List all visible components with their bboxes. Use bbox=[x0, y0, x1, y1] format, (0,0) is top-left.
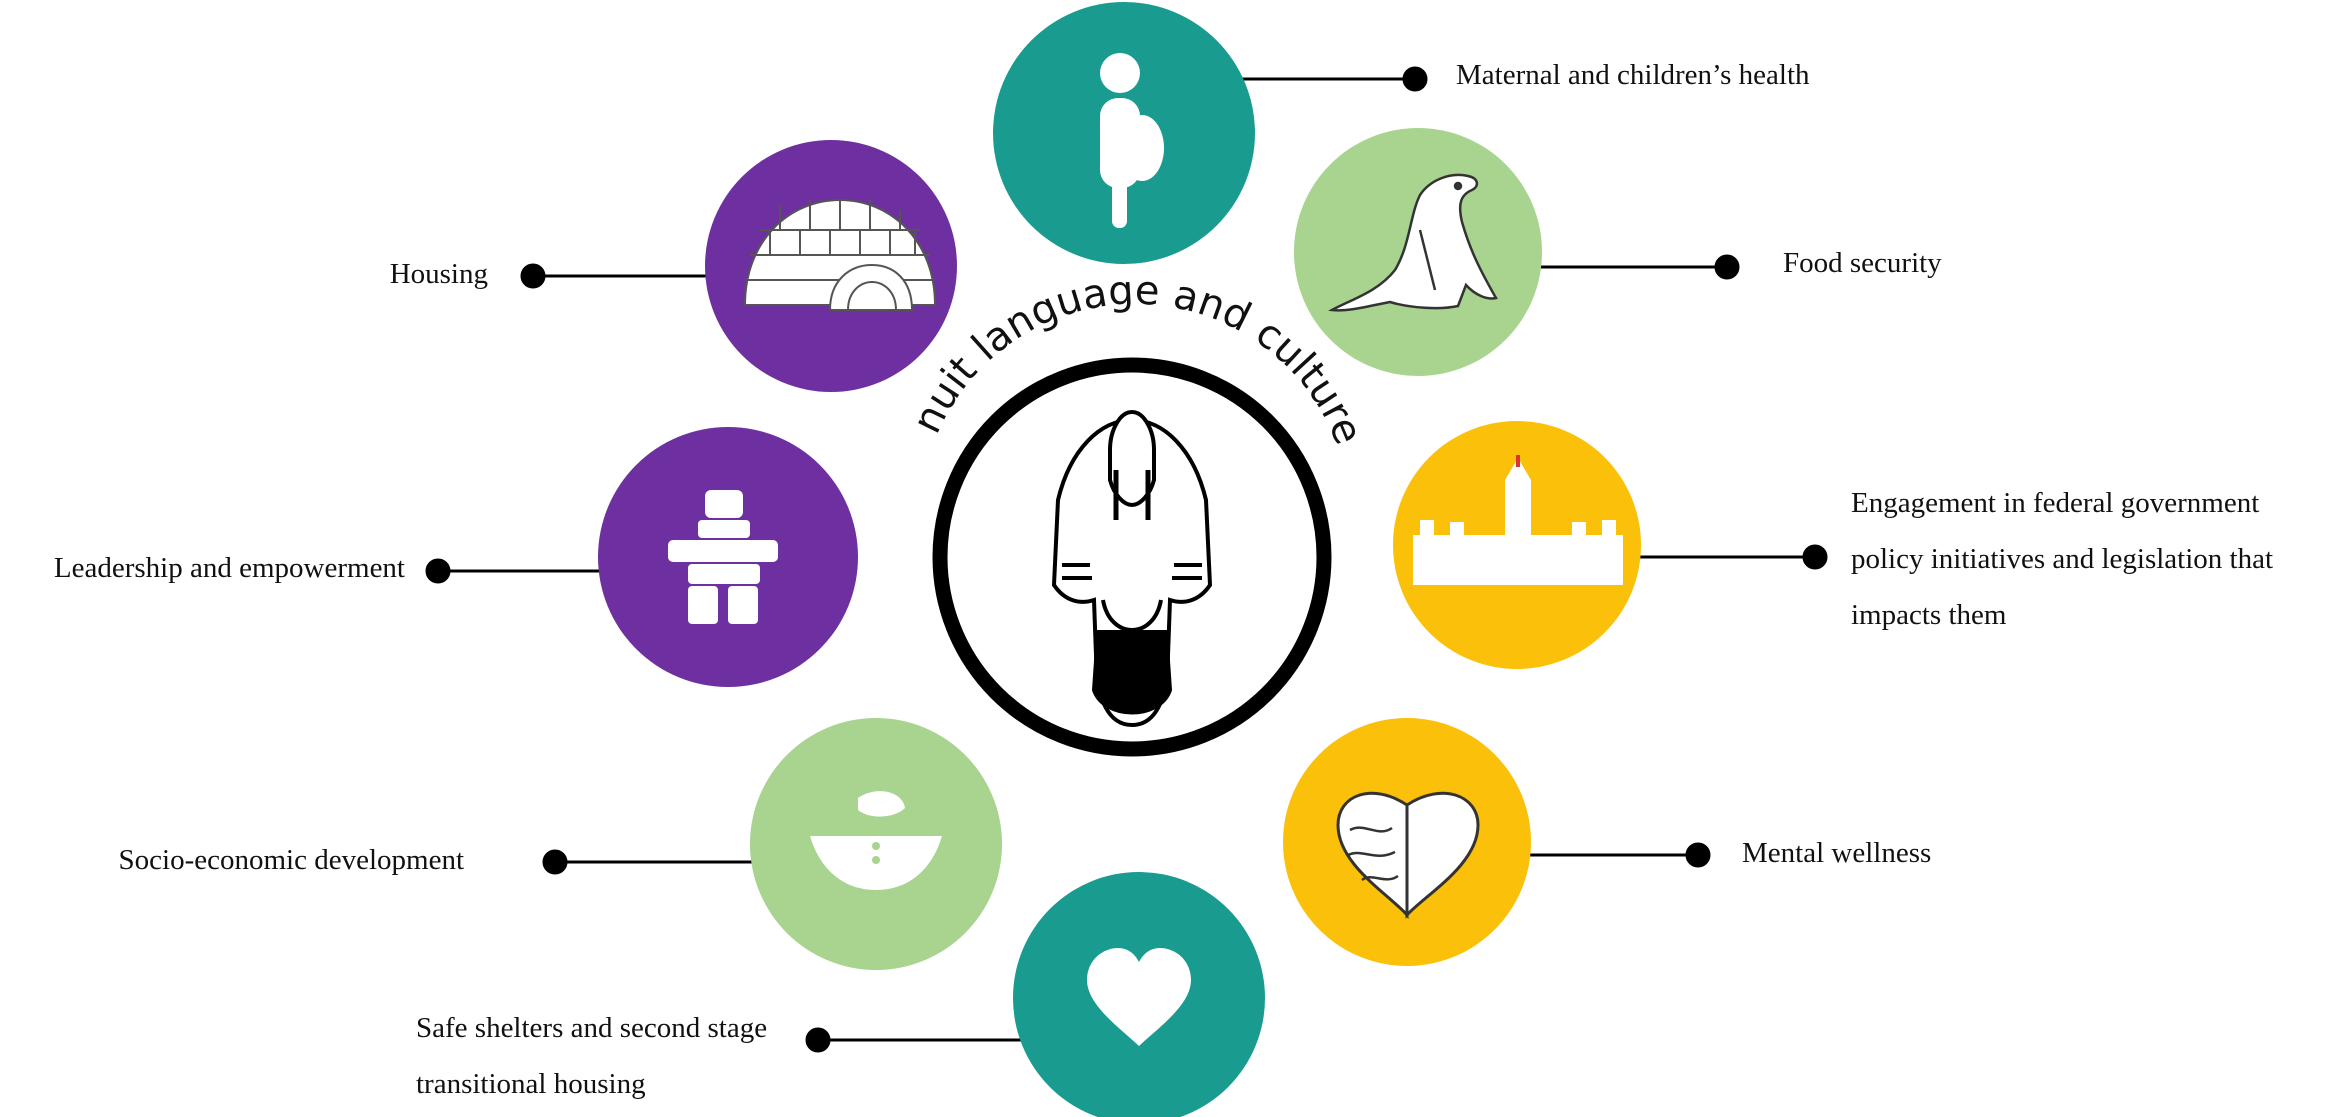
connector-housing bbox=[520, 263, 720, 289]
seal-icon bbox=[1328, 173, 1498, 312]
connectors bbox=[425, 66, 1828, 1053]
topic-label-engagement: Engagement in federal government policy … bbox=[1851, 487, 2274, 631]
topic-label-housing: Housing bbox=[389, 258, 488, 290]
connector-socio bbox=[542, 849, 770, 875]
topic-label-mental: Mental wellness bbox=[1742, 837, 1932, 869]
connector-mental bbox=[1500, 842, 1711, 868]
inuit-woman-amauti-icon bbox=[1051, 409, 1213, 728]
topic-label-leadership: Leadership and empowerment bbox=[53, 552, 405, 584]
connector-engagement bbox=[1630, 544, 1828, 570]
heart-icon bbox=[1087, 948, 1191, 1046]
connector-shelters bbox=[805, 1027, 1040, 1053]
topic-label-food: Food security bbox=[1783, 247, 1942, 279]
topic-label-socio: Socio-economic development bbox=[118, 844, 464, 876]
connector-food bbox=[1530, 254, 1740, 280]
parliament-building-icon bbox=[1413, 455, 1623, 585]
topic-label-maternal: Maternal and children’s health bbox=[1456, 59, 1810, 91]
pregnant-woman-icon bbox=[1100, 53, 1164, 228]
brain-heart-icon bbox=[1336, 791, 1480, 920]
inukshuk-icon bbox=[668, 490, 778, 624]
topic-label-shelters: Safe shelters and second stage transitio… bbox=[416, 1012, 768, 1100]
connector-maternal bbox=[1218, 66, 1428, 92]
ulu-knife-icon bbox=[810, 791, 942, 890]
igloo-icon bbox=[743, 198, 937, 311]
